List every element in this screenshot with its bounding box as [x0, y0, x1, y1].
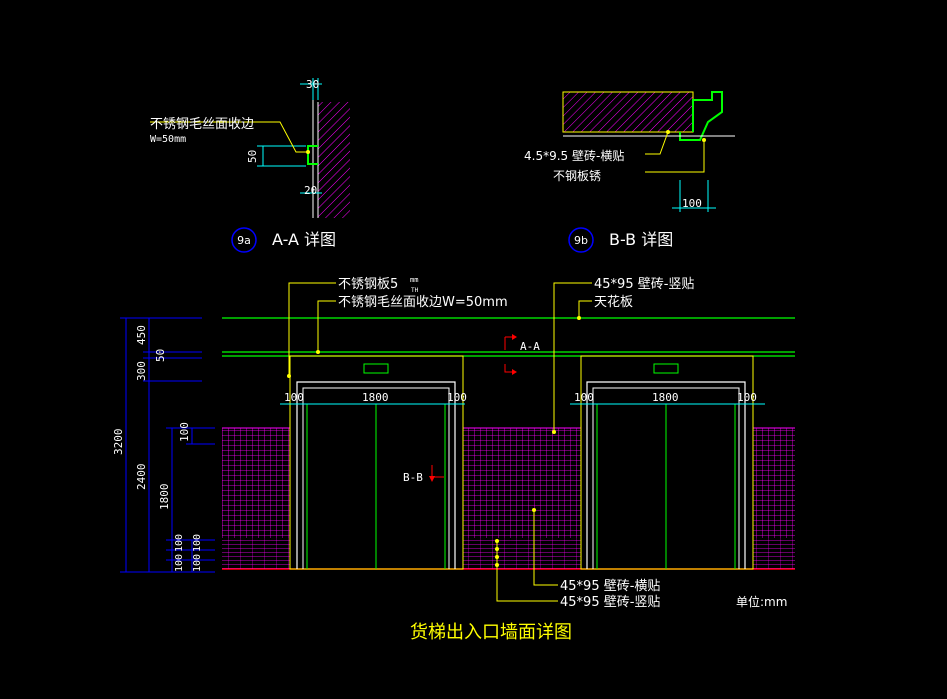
detail-b-leader-dot	[666, 130, 670, 134]
unit-label: 单位:mm	[736, 594, 787, 609]
section-b-arrowhead	[429, 476, 435, 482]
label-edge: 不锈钢毛丝面收边W=50mm	[338, 295, 508, 310]
section-a-arrow	[504, 364, 514, 373]
detail-b-title: B-B 详图	[609, 230, 673, 249]
label-steel-plate: 不锈钢板5	[338, 277, 398, 292]
dim-100-base-1: 100	[174, 554, 185, 572]
door-2-dim-center: 1800	[652, 391, 679, 404]
tile-panel-left	[222, 428, 290, 538]
detail-b-label-tile: 4.5*9.5 壁砖-横贴	[524, 148, 624, 163]
leader-tile-vertical-bottom	[496, 541, 558, 602]
leader-dot	[495, 563, 499, 567]
detail-a-title: A-A 详图	[272, 230, 336, 249]
detail-a-steel-edge	[307, 145, 318, 165]
detail-b-label-steel: 不钢板锈	[553, 169, 601, 183]
leader-dot	[495, 547, 499, 551]
door-1-dim-left: 100	[284, 391, 304, 404]
dim-300: 300	[135, 361, 148, 381]
leader-steel-plate	[288, 282, 336, 376]
detail-b-leader-dot	[702, 138, 706, 142]
dim-3200: 3200	[112, 429, 125, 456]
detail-a: 30 50 20 不锈钢毛丝面收边 W=50mm 9a A-A 详图	[150, 78, 350, 253]
detail-a-dim-20: 20	[304, 184, 317, 197]
detail-b-steel-profile	[679, 91, 723, 141]
leader-dot	[316, 350, 320, 354]
detail-b-badge	[568, 227, 594, 253]
door-2-dim-left: 100	[574, 391, 594, 404]
dim-100-top: 100	[178, 422, 191, 442]
label-tile-vertical-bottom: 45*95 壁砖-竖贴	[560, 595, 660, 610]
leader-dot	[577, 316, 581, 320]
detail-a-dim-50: 50	[246, 150, 259, 163]
section-a-arrowhead	[512, 369, 517, 375]
elevation: 100 1800 100 100 1800 100 不锈钢板5 mm TH 不锈…	[112, 276, 795, 610]
elevator-door-1	[289, 355, 464, 570]
dim-2400: 2400	[135, 464, 148, 491]
detail-b-slab-hatch	[563, 92, 693, 132]
leader-dot	[495, 555, 499, 559]
detail-a-leader	[150, 121, 308, 153]
tile-base-left	[222, 538, 290, 569]
detail-b: 4.5*9.5 壁砖-横贴 不钢板锈 100 9b B-B 详图	[524, 91, 735, 253]
dim-100-base-3: 100	[192, 554, 203, 572]
dim-100-base-2: 100	[174, 534, 185, 552]
section-b-marker	[431, 465, 444, 478]
leader-edge	[317, 300, 336, 352]
door-1-dim-center: 1800	[362, 391, 389, 404]
detail-a-badge-text: 9a	[237, 234, 251, 247]
dim-450: 450	[135, 325, 148, 345]
section-a-arrowhead	[512, 334, 517, 340]
detail-a-badge	[231, 227, 257, 253]
door-2-indicator-panel	[653, 363, 679, 374]
door-1-frame-inner	[302, 387, 450, 569]
section-a-label: A-A	[520, 340, 540, 353]
detail-b-leader-steel	[645, 140, 705, 173]
elevator-door-2	[580, 355, 754, 570]
door-2-frame-inner	[592, 387, 740, 569]
tile-panel-right	[753, 428, 795, 538]
dim-1800: 1800	[158, 484, 171, 511]
detail-b-dim-100: 100	[682, 197, 702, 210]
leader-tile-vertical-top	[553, 282, 592, 432]
section-b-label: B-B	[403, 471, 423, 484]
leader-dot	[532, 508, 536, 512]
dim-50: 50	[154, 349, 167, 362]
label-tile-horizontal: 45*95 壁砖-横贴	[560, 579, 660, 594]
detail-a-wall-hatch	[318, 102, 350, 218]
left-dimension-chain: 450 50 300 3200 2400 1800 100 100 100 10…	[112, 317, 215, 573]
tile-base-center	[463, 538, 581, 569]
detail-a-label: 不锈钢毛丝面收边	[150, 117, 254, 132]
door-1-indicator-panel	[363, 363, 389, 374]
drawing-caption: 货梯出入口墙面详图	[410, 622, 572, 643]
label-ceiling: 天花板	[594, 294, 633, 310]
detail-a-leader-dot	[306, 150, 310, 154]
tile-panel-center	[463, 428, 581, 538]
leader-ceiling	[578, 300, 592, 318]
label-steel-plate-th: TH	[411, 287, 419, 294]
door-1-frame-outer	[296, 381, 456, 569]
label-tile-vertical-top: 45*95 壁砖-竖贴	[594, 277, 694, 292]
door-2-frame-outer	[586, 381, 746, 569]
door-2-surround	[580, 355, 754, 570]
leader-dot	[287, 374, 291, 378]
label-steel-plate-unit: mm	[410, 276, 418, 284]
door-1-dim-right: 100	[447, 391, 467, 404]
door-2-dim-right: 100	[737, 391, 757, 404]
leader-dot	[552, 430, 556, 434]
detail-a-dim-30: 30	[306, 78, 319, 91]
leader-dot	[495, 539, 499, 543]
detail-b-leader-tile	[645, 131, 669, 155]
tile-base-right	[753, 538, 795, 569]
detail-b-badge-text: 9b	[574, 234, 588, 247]
dim-100-base-4: 100	[192, 534, 203, 552]
detail-a-label-width: W=50mm	[150, 134, 186, 145]
leader-tile-horizontal	[533, 510, 558, 586]
